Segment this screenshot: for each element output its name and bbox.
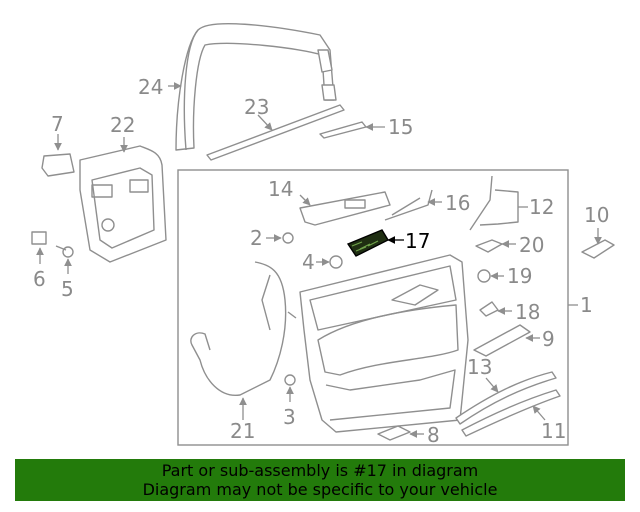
banner-line-2: Diagram may not be specific to your vehi… xyxy=(142,480,498,499)
part-4-plug xyxy=(329,255,343,269)
label-4: 4 xyxy=(302,250,315,274)
label-11: 11 xyxy=(541,419,566,443)
label-22: 22 xyxy=(110,113,135,137)
part-21-wiring-branch xyxy=(261,274,297,331)
part-17-window-switch xyxy=(346,229,389,257)
label-13: 13 xyxy=(467,355,492,379)
label-16: 16 xyxy=(445,191,470,215)
part-20-bezel xyxy=(475,239,503,253)
part-12-harness xyxy=(469,175,519,231)
part-15-seal-strip xyxy=(319,121,367,139)
part-23-belt-molding xyxy=(206,104,345,161)
info-banner: Part or sub-assembly is #17 in diagram D… xyxy=(15,459,625,501)
part-11-lower-molding xyxy=(461,389,561,437)
part-7-bracket xyxy=(41,153,75,177)
label-24: 24 xyxy=(138,75,163,99)
label-18: 18 xyxy=(515,300,540,324)
assembly-box xyxy=(177,169,569,446)
part-2-fastener xyxy=(282,232,294,244)
label-19: 19 xyxy=(507,264,532,288)
label-17: 17 xyxy=(405,229,430,253)
part-24-window-frame xyxy=(175,23,337,151)
part-9-armrest-bezel xyxy=(473,324,531,357)
label-14: 14 xyxy=(268,177,293,201)
part-22-door-module xyxy=(79,145,167,263)
label-7: 7 xyxy=(51,112,64,136)
label-15: 15 xyxy=(388,115,413,139)
label-23: 23 xyxy=(244,95,269,119)
banner-line-1: Part or sub-assembly is #17 in diagram xyxy=(161,461,479,480)
leader-11 xyxy=(532,405,546,421)
part-13-molding xyxy=(455,371,557,425)
leader-13 xyxy=(485,377,499,393)
label-9: 9 xyxy=(542,327,555,351)
label-6: 6 xyxy=(33,267,46,291)
label-12: 12 xyxy=(529,195,554,219)
label-8: 8 xyxy=(427,423,440,447)
part-5-screw xyxy=(55,245,74,258)
part-18-cap xyxy=(479,301,499,317)
part-1-door-trim-panel xyxy=(299,254,469,433)
part-3-fastener xyxy=(284,374,296,386)
label-2: 2 xyxy=(250,226,263,250)
label-3: 3 xyxy=(283,405,296,429)
part-21-wiring-harness xyxy=(190,261,287,396)
part-6-clip xyxy=(31,231,47,245)
leader-23 xyxy=(257,114,273,131)
part-14-bezel-opening xyxy=(344,199,366,209)
part-16-bracket xyxy=(384,189,433,221)
label-20: 20 xyxy=(519,233,544,257)
part-19-retainer xyxy=(477,269,491,283)
label-10: 10 xyxy=(584,203,609,227)
label-5: 5 xyxy=(61,277,74,301)
leader-14 xyxy=(299,194,311,206)
label-1: 1 xyxy=(580,293,593,317)
label-21: 21 xyxy=(230,419,255,443)
